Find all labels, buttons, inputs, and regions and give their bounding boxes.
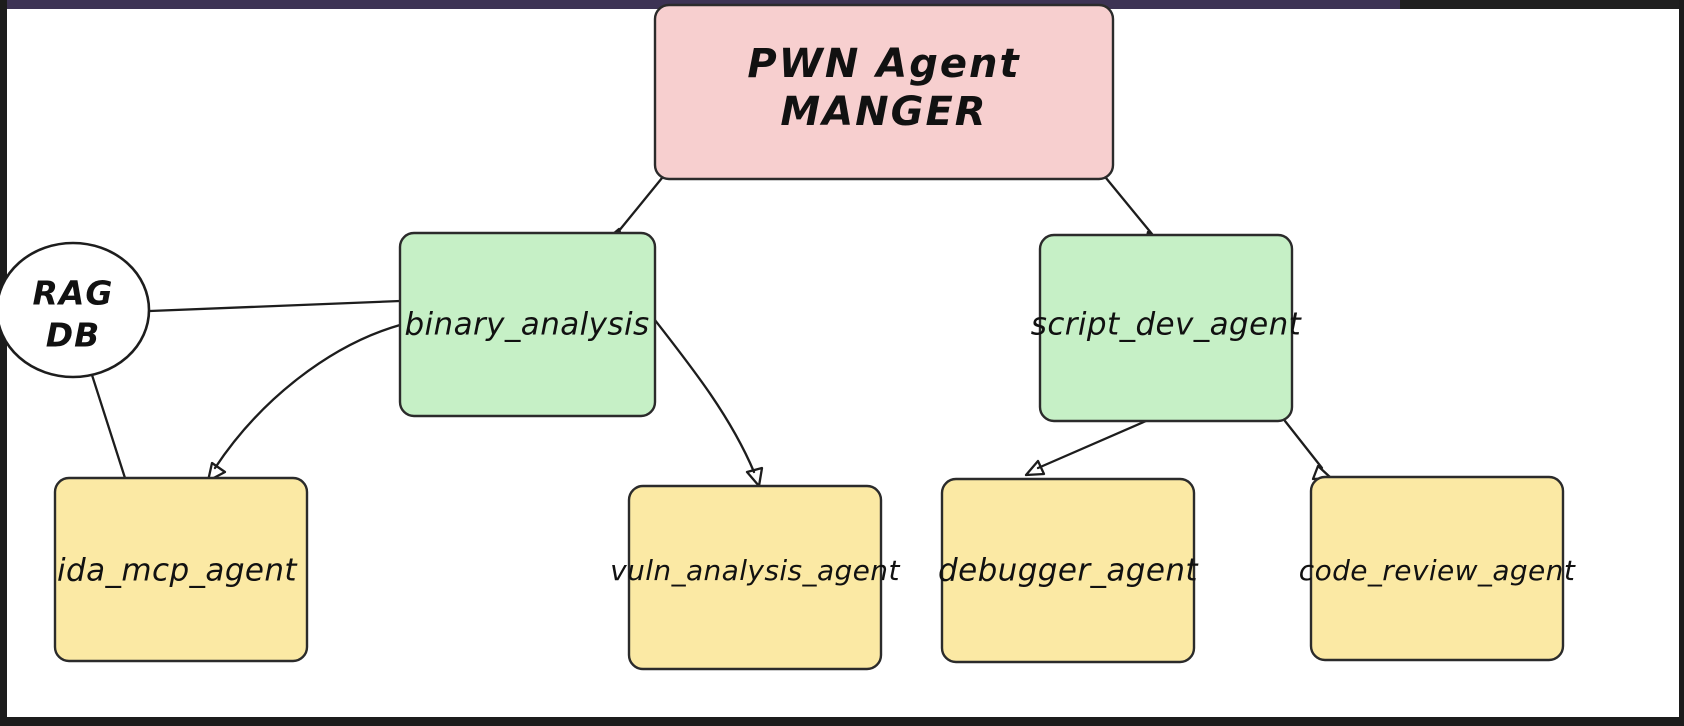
node-debugger-agent-shape[interactable]: [940, 477, 1196, 664]
node-script-dev-agent[interactable]: script_dev_agent: [1031, 233, 1303, 423]
node-code-review-agent[interactable]: code_review_agent: [1299, 475, 1576, 662]
node-binary-analysis-shape[interactable]: [398, 231, 657, 418]
edge-binary-analysis-to-ida-mcp-agent: [206, 323, 402, 483]
node-debugger-agent-label: debugger_agent: [938, 553, 1199, 589]
node-rag-db-shape[interactable]: [0, 241, 151, 379]
edge-script-dev-agent-to-debugger-agent: [1024, 419, 1148, 477]
edge-script-dev-agent-to-code-review-agent: [1283, 419, 1333, 481]
node-ida-mcp-agent[interactable]: ida_mcp_agent: [53, 476, 309, 663]
window-chrome-left-border: [0, 0, 7, 726]
edge-rag-db-to-binary-analysis: [148, 299, 402, 313]
node-binary-analysis-label: binary_analysis: [404, 307, 649, 343]
node-pwn-agent-manager-label-line2: MANGER: [780, 89, 987, 135]
node-script-dev-agent-label: script_dev_agent: [1031, 307, 1303, 343]
node-vuln-analysis-agent-shape[interactable]: [627, 484, 883, 671]
node-binary-analysis[interactable]: binary_analysis: [398, 231, 657, 418]
node-ida-mcp-agent-label: ida_mcp_agent: [57, 553, 298, 589]
node-script-dev-agent-shape[interactable]: [1038, 233, 1294, 423]
window-chrome-right-border: [1679, 0, 1684, 726]
node-pwn-agent-manager[interactable]: PWN Agent MANGER: [653, 3, 1115, 181]
node-pwn-agent-manager-shape[interactable]: [653, 3, 1115, 181]
node-rag-db-label-line1: RAG: [32, 274, 113, 313]
window-chrome-top-right: [1400, 0, 1684, 9]
window-chrome-bottom-border: [0, 717, 1684, 726]
node-rag-db[interactable]: RAG DB: [0, 241, 151, 379]
node-debugger-agent[interactable]: debugger_agent: [938, 477, 1199, 664]
node-vuln-analysis-agent[interactable]: vuln_analysis_agent: [610, 484, 900, 671]
node-rag-db-label-line2: DB: [46, 316, 101, 355]
node-vuln-analysis-agent-label: vuln_analysis_agent: [610, 554, 900, 587]
edge-binary-analysis-to-vuln-analysis-agent: [649, 313, 764, 488]
node-code-review-agent-shape[interactable]: [1309, 475, 1565, 662]
node-ida-mcp-agent-shape[interactable]: [53, 476, 309, 663]
node-code-review-agent-label: code_review_agent: [1299, 554, 1576, 587]
edge-rag-db-to-ida-mcp-agent: [90, 373, 127, 480]
node-pwn-agent-manager-label-line1: PWN Agent: [747, 41, 1020, 87]
